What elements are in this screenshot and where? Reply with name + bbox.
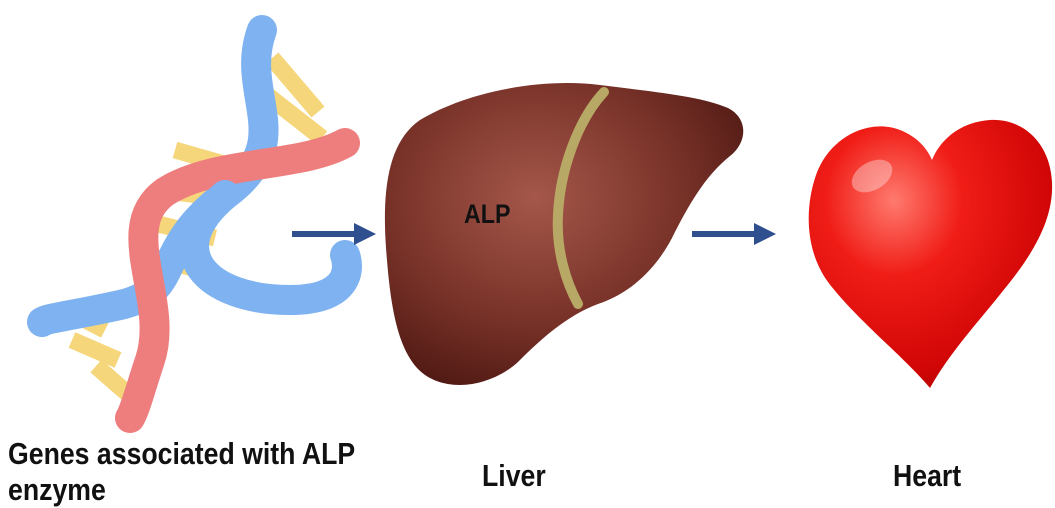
liver-icon [385, 83, 743, 385]
arrow-right-icon [292, 223, 376, 245]
alp-label: ALP [464, 196, 510, 232]
genes-label: Genes associated with ALP enzyme [8, 436, 369, 508]
dna-icon [42, 30, 347, 418]
arrow-right-icon [692, 223, 776, 245]
heart-label: Heart [893, 458, 961, 494]
liver-label: Liver [482, 458, 546, 494]
heart-icon [809, 120, 1052, 388]
